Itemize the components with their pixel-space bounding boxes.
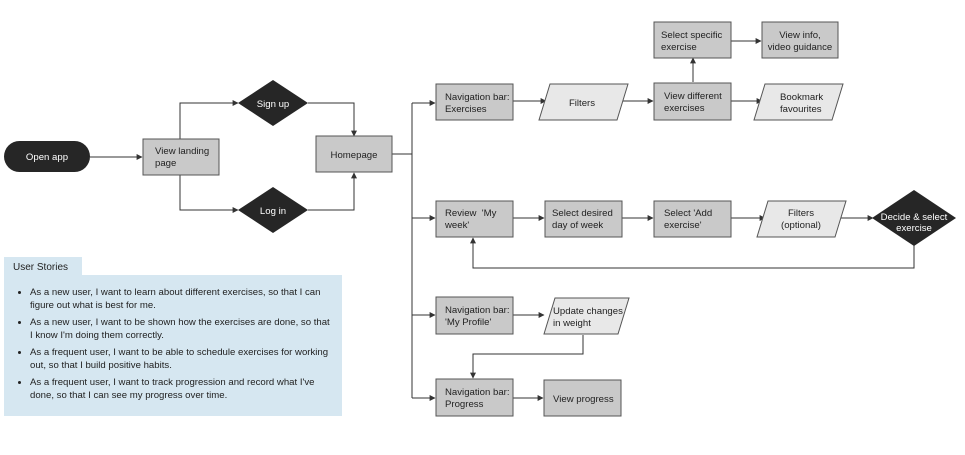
- node-homepage: Homepage: [315, 135, 393, 173]
- node-view-landing-line2: page: [155, 158, 176, 169]
- node-select-add-line2: exercise': [664, 220, 702, 231]
- node-filters: Filters: [538, 83, 629, 121]
- node-view-landing-line1: View landing: [155, 146, 209, 157]
- node-select-day-line1: Select desired: [552, 208, 613, 219]
- node-nav-profile-line2: 'My Profile': [445, 317, 491, 328]
- arrow-login-to-homepage: [308, 172, 357, 211]
- user-story-item: As a new user, I want to learn about dif…: [30, 287, 330, 312]
- node-nav-progress-line1: Navigation bar:: [445, 387, 510, 398]
- user-stories-panel: As a new user, I want to learn about dif…: [4, 275, 342, 416]
- node-view-progress-label: View progress: [553, 394, 614, 405]
- node-select-specific-exercise: Select specific exercise: [653, 21, 732, 59]
- node-select-add-line1: Select 'Add: [664, 208, 712, 219]
- node-filters-optional-line1: Filters: [788, 208, 814, 219]
- arrow-update-to-progress: [470, 335, 584, 379]
- connectors: [90, 38, 915, 401]
- node-select-day-line2: day of week: [552, 220, 603, 231]
- node-update-changes-line2: in weight: [553, 318, 591, 329]
- user-stories-list: As a new user, I want to learn about dif…: [12, 287, 330, 402]
- node-review-week-line2: week': [444, 220, 469, 231]
- node-nav-exercises: Navigation bar: Exercises: [435, 83, 514, 121]
- node-log-in-label: Log in: [260, 206, 286, 217]
- node-view-info-line2: video guidance: [768, 42, 833, 53]
- node-select-specific-line2: exercise: [661, 42, 697, 53]
- node-open-app: Open app: [4, 141, 90, 172]
- arrow-landing-to-signup: [179, 100, 239, 139]
- node-decide-select-exercise: Decide & select exercise: [872, 190, 956, 246]
- node-nav-progress-line2: Progress: [445, 399, 484, 410]
- node-nav-my-profile: Navigation bar: 'My Profile': [435, 296, 514, 335]
- node-nav-exercises-line2: Exercises: [445, 104, 487, 115]
- node-nav-profile-line1: Navigation bar:: [445, 305, 510, 316]
- node-review-my-week: Review 'My week': [435, 200, 514, 238]
- node-view-different-line2: exercises: [664, 103, 705, 114]
- node-open-app-label: Open app: [26, 152, 68, 163]
- node-filters-label: Filters: [569, 98, 595, 109]
- node-nav-progress: Navigation bar: Progress: [435, 378, 514, 417]
- user-story-item: As a frequent user, I want to be able to…: [30, 347, 330, 372]
- user-stories-title: User Stories: [4, 257, 82, 275]
- node-update-changes-line1: Update changes: [553, 306, 623, 317]
- node-view-info: View info, video guidance: [761, 21, 839, 59]
- node-homepage-label: Homepage: [331, 150, 378, 161]
- arrow-decide-loop-back: [470, 237, 915, 269]
- user-story-item: As a frequent user, I want to track prog…: [30, 377, 330, 402]
- node-view-info-line1: View info,: [779, 30, 820, 41]
- node-sign-up-label: Sign up: [257, 99, 290, 110]
- node-view-different-exercises: View different exercises: [653, 82, 732, 121]
- node-bookmark-line2: favourites: [780, 104, 822, 115]
- node-select-add-exercise: Select 'Add exercise': [653, 200, 732, 238]
- node-bookmark-line1: Bookmark: [780, 92, 823, 103]
- node-bookmark-favourites: Bookmark favourites: [753, 83, 844, 121]
- node-sign-up: Sign up: [238, 80, 308, 126]
- node-nav-exercises-line1: Navigation bar:: [445, 92, 510, 103]
- node-view-progress: View progress: [543, 379, 622, 417]
- node-select-specific-line1: Select specific: [661, 30, 723, 41]
- node-view-different-line1: View different: [664, 91, 722, 102]
- node-select-desired-day: Select desired day of week: [544, 200, 623, 238]
- node-review-week-line1: Review 'My: [445, 208, 497, 219]
- node-filters-optional: Filters (optional): [756, 200, 847, 238]
- node-log-in: Log in: [238, 187, 308, 233]
- user-story-item: As a new user, I want to be shown how th…: [30, 317, 330, 342]
- node-update-changes-weight: Update changes in weight: [543, 297, 630, 335]
- node-filters-optional-line2: (optional): [781, 220, 821, 231]
- arrow-landing-to-login: [179, 175, 239, 213]
- arrow-signup-to-homepage: [308, 102, 357, 137]
- node-decide-line2: exercise: [896, 223, 932, 234]
- node-decide-line1: Decide & select: [881, 212, 948, 223]
- node-view-landing-page: View landing page: [142, 138, 220, 176]
